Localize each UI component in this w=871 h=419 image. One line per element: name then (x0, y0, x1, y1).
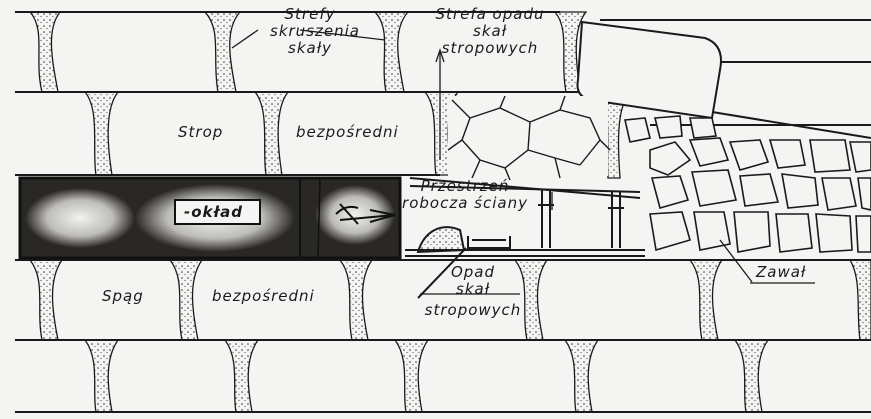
crushed-zone-label-line1: Strefy (270, 6, 350, 23)
working-space-label: Przestrzeń robocza ściany (400, 178, 530, 212)
roof-fall-zone-label-line3: stropowych (420, 40, 560, 57)
roof-fall-zone-label-line1: Strefa opadu (420, 6, 560, 23)
floor-label: Spąg (102, 288, 144, 305)
goaf-label: Zawał (756, 264, 806, 281)
roof-fall-debris-label-line3: stropowych (408, 302, 538, 319)
roof-fall-debris-label-line2: skał (408, 281, 538, 298)
seam-label: -okład (184, 204, 243, 221)
goaf-rubble (625, 116, 871, 258)
working-space-label-line2: robocza ściany (400, 195, 530, 212)
crushed-zone-label-line2: skruszenia (270, 23, 350, 40)
roof-fall-debris-label: Opad skał stropowych (408, 264, 538, 319)
roof-fall-zone-label: Strefa opadu skał stropowych (420, 6, 560, 57)
floor-immediate-label: bezpośredni (212, 288, 315, 305)
crushed-zone-label-line3: skały (270, 40, 350, 57)
working-space-label-line1: Przestrzeń (400, 178, 530, 195)
crushed-zone-label: Strefy skruszenia skały (270, 6, 350, 57)
roof-label: Strop (178, 124, 223, 141)
roof-fall-zone-label-line2: skał (420, 23, 560, 40)
roof-fall-debris-label-line1: Opad (408, 264, 538, 281)
cracked-roof-zone (448, 96, 610, 180)
roof-immediate-label: bezpośredni (296, 124, 399, 141)
